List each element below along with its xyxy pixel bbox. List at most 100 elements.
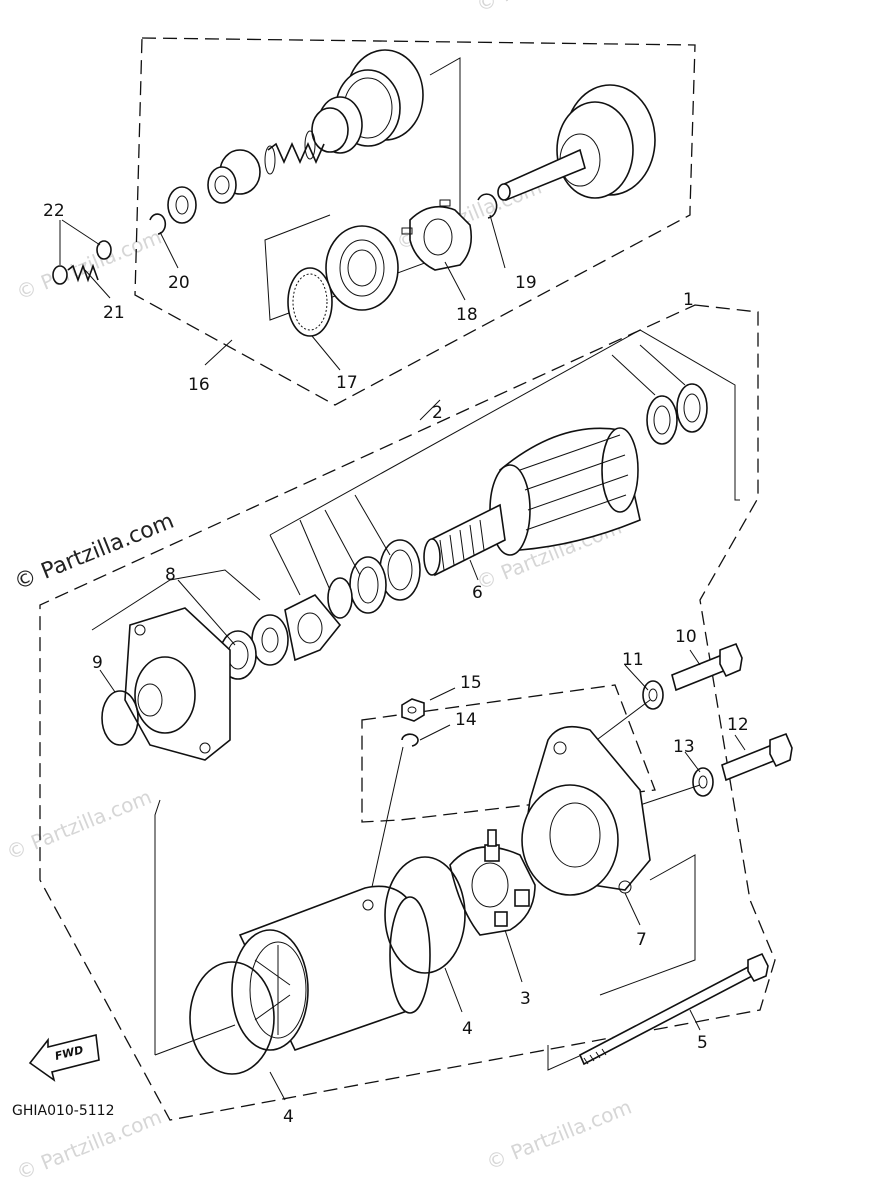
washer <box>167 186 197 224</box>
label-10: 10 <box>675 627 697 647</box>
clutch-sleeve <box>207 149 261 204</box>
leader-5 <box>689 1009 701 1031</box>
washer-11 <box>642 680 664 710</box>
bearing <box>325 225 399 311</box>
leader-13 <box>684 751 701 773</box>
label-8: 8 <box>165 565 176 585</box>
leader-bolt-line-a <box>589 699 651 746</box>
cover-frame <box>91 569 261 631</box>
bolt-10 <box>671 642 743 692</box>
needle-bearing-17 <box>287 267 333 337</box>
leader-washer-b <box>639 344 686 386</box>
leader-19 <box>489 214 506 269</box>
group-outline-brush <box>361 684 656 823</box>
label-3: 3 <box>520 989 531 1009</box>
leader-18 <box>444 261 466 301</box>
armature-frame <box>269 329 740 536</box>
label-22: 22 <box>43 201 65 221</box>
leader-w2 <box>299 519 331 591</box>
leader-11 <box>624 664 649 691</box>
label-9: 9 <box>92 653 103 673</box>
washer-14 <box>401 733 419 747</box>
brush-plate <box>284 594 342 662</box>
oil-seal <box>251 614 289 666</box>
leader-15 <box>429 687 456 701</box>
leader-20 <box>159 231 179 269</box>
leader-w1 <box>269 534 301 596</box>
yoke-housing <box>231 885 431 1051</box>
rear-frame <box>599 854 696 996</box>
label-4a: 4 <box>462 1019 473 1039</box>
leader-14 <box>419 724 451 741</box>
label-4b: 4 <box>283 1107 294 1127</box>
leader-21 <box>84 269 111 299</box>
housing-frame-left <box>154 799 161 1055</box>
leader-7 <box>624 892 641 926</box>
leader-22b <box>61 219 101 246</box>
group-outline-1 <box>39 304 776 1121</box>
brush-holder <box>449 829 536 936</box>
label-11: 11 <box>622 650 644 670</box>
output-shaft <box>497 84 656 202</box>
leader-16 <box>204 339 233 366</box>
housing-frame-bottom <box>154 1024 236 1056</box>
leader-washer-a <box>611 354 656 396</box>
diagram-code: GHIA010-5112 <box>12 1103 114 1119</box>
leader-17 <box>311 335 341 371</box>
group-outline-16 <box>134 37 696 406</box>
leader-2 <box>419 399 441 421</box>
label-6: 6 <box>472 583 483 603</box>
leader-4a <box>444 967 463 1013</box>
washer-13 <box>692 767 714 797</box>
armature <box>423 427 641 577</box>
leader-3 <box>504 929 523 983</box>
label-14: 14 <box>455 710 477 730</box>
label-20: 20 <box>168 273 190 293</box>
label-21: 21 <box>103 303 125 323</box>
circlip-20 <box>149 213 167 235</box>
leader-terminal <box>367 746 404 906</box>
label-7: 7 <box>636 930 647 950</box>
leader-12 <box>734 734 746 751</box>
watermark: © Partzilla.com <box>483 1095 635 1175</box>
leader-4b <box>269 1071 286 1101</box>
clutch-plate-18 <box>401 199 473 271</box>
leader-10 <box>689 649 701 666</box>
label-13: 13 <box>673 737 695 757</box>
long-bolt-5 <box>578 952 769 1066</box>
label-12: 12 <box>727 715 749 735</box>
o-ring-9 <box>101 690 139 746</box>
circlip-19 <box>477 193 498 219</box>
label-16: 16 <box>188 375 210 395</box>
part-labels: 1 2 3 4 4 5 6 7 8 9 10 11 12 13 14 15 16… <box>43 201 749 1127</box>
pinion-gear <box>311 49 424 154</box>
label-18: 18 <box>456 305 478 325</box>
gasket-4b <box>189 961 275 1075</box>
leader-w3 <box>324 509 361 576</box>
armature-washers <box>327 539 421 619</box>
thrust-washers <box>646 383 708 445</box>
leader-bolt-line-b <box>639 784 701 806</box>
label-1: 1 <box>683 290 694 310</box>
watermark: © Partzilla.com <box>473 0 625 17</box>
watermark: © Partzilla.com <box>3 785 155 865</box>
label-2: 2 <box>432 403 443 423</box>
leader-9 <box>99 669 116 693</box>
spring-21 <box>52 240 112 285</box>
leader-w4 <box>354 494 391 556</box>
label-17: 17 <box>336 373 358 393</box>
nut-15 <box>401 698 425 722</box>
watermark: © Partzilla.com <box>13 225 165 305</box>
fwd-arrow-icon: FWD <box>28 1034 100 1082</box>
gasket-4a <box>384 856 466 974</box>
rear-cover <box>521 725 651 896</box>
front-cover <box>124 607 231 761</box>
watermark-main: © Partzilla.com <box>11 509 178 596</box>
label-19: 19 <box>515 273 537 293</box>
leader-6 <box>469 559 479 581</box>
bolt-12 <box>721 732 793 782</box>
spring <box>264 130 325 175</box>
label-5: 5 <box>697 1033 708 1053</box>
